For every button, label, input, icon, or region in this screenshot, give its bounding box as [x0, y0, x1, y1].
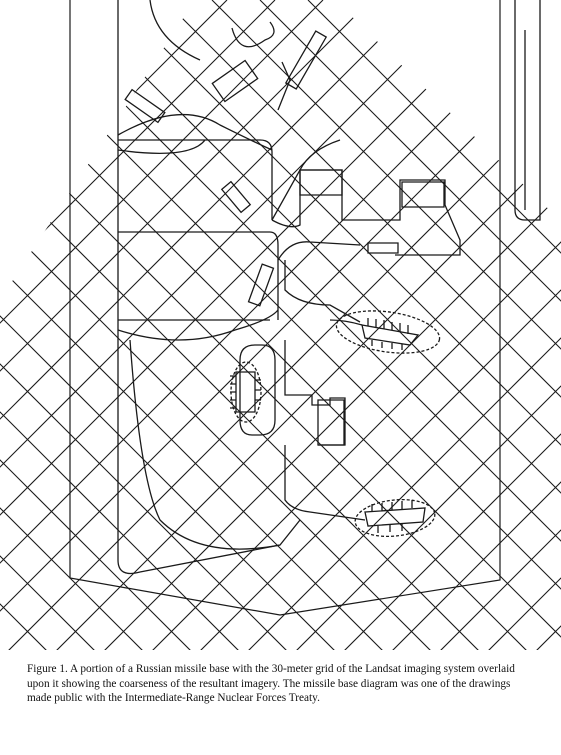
grid-line [0, 0, 48, 650]
grid-line [0, 0, 144, 650]
base-structures [118, 0, 540, 574]
grid-line [548, 0, 561, 650]
grid-line [55, 0, 561, 650]
grid-line [0, 0, 35, 650]
grid-line [0, 0, 432, 650]
grid-line [308, 0, 561, 650]
grid-line [116, 0, 561, 650]
grid-line [212, 0, 561, 650]
grid-line [0, 0, 515, 650]
missile-base-diagram [0, 0, 561, 650]
grid-line [295, 0, 561, 650]
grid-line [0, 0, 528, 650]
grid-line [260, 0, 561, 650]
launch-site [353, 496, 436, 540]
grid-line [103, 0, 561, 650]
launch-site [334, 305, 443, 359]
building [125, 90, 165, 123]
grid-line [7, 0, 561, 650]
grid-line [20, 0, 561, 650]
grid-line [0, 0, 227, 650]
building [318, 400, 344, 445]
building [222, 182, 250, 213]
grid-line [0, 0, 371, 650]
building [368, 243, 398, 253]
grid-line [0, 0, 131, 650]
grid-line [500, 0, 561, 650]
grid-line [356, 0, 561, 650]
grid-line [199, 0, 561, 650]
grid-line [247, 0, 561, 650]
grid-line [151, 0, 561, 650]
landsat-grid [0, 0, 561, 650]
grid-line [0, 0, 561, 650]
grid-line [68, 0, 561, 650]
grid-line [343, 0, 561, 650]
grid-line [0, 0, 467, 650]
grid-line [0, 0, 275, 650]
building [212, 61, 257, 102]
grid-line [391, 0, 561, 650]
grid-line [164, 0, 561, 650]
grid-line [439, 0, 561, 650]
grid-line [0, 0, 240, 650]
building [249, 264, 274, 306]
grid-line [0, 0, 419, 650]
building [286, 31, 326, 89]
grid-line [0, 0, 192, 650]
grid-line [0, 0, 96, 650]
building [402, 182, 444, 207]
grid-line [452, 0, 561, 650]
grid-line [0, 0, 179, 650]
grid-line [0, 0, 323, 650]
figure-caption: Figure 1. A portion of a Russian missile… [27, 663, 515, 705]
building [300, 170, 342, 195]
grid-line [0, 0, 561, 650]
